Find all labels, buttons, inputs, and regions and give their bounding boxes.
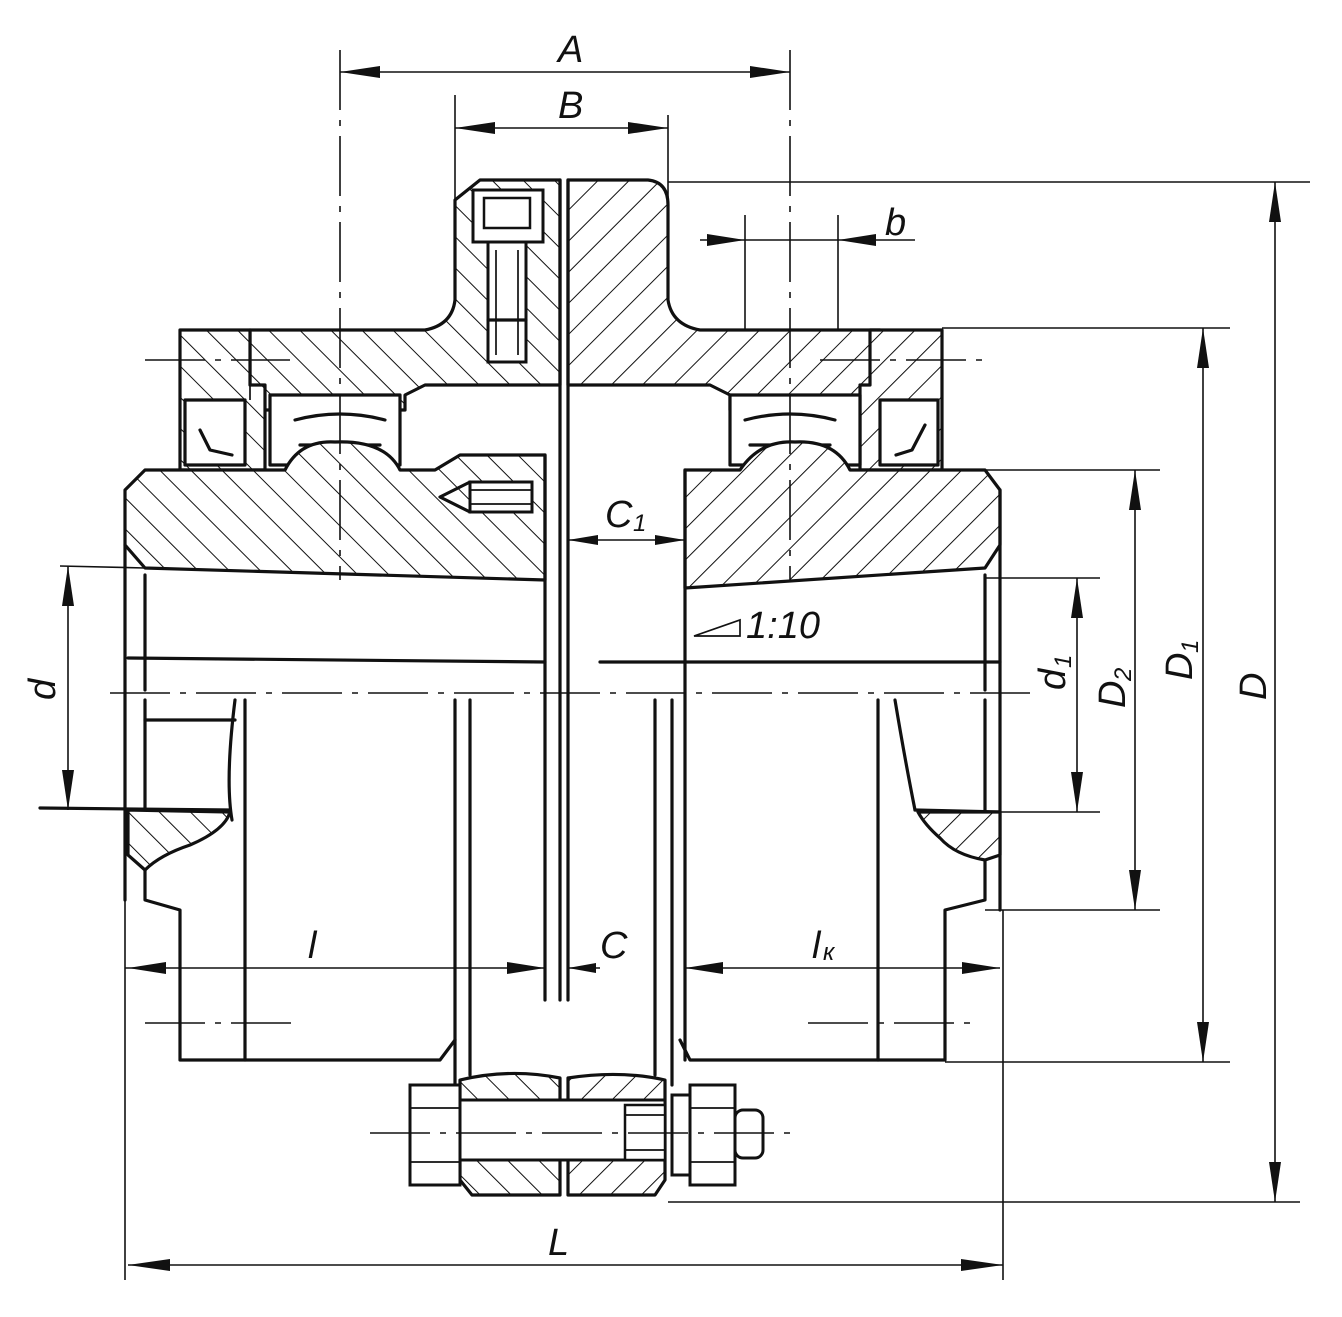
cap-screw-shank bbox=[486, 240, 528, 364]
right-hub bbox=[683, 440, 1002, 590]
label-B: B bbox=[558, 85, 583, 127]
dimension-labels: A B b C 1 1:10 l C l к L d d 1 D 2 D 1 D bbox=[22, 29, 1275, 1264]
left-hub bbox=[123, 440, 547, 582]
label-lk: l bbox=[812, 925, 822, 967]
bolt-head bbox=[408, 1083, 462, 1187]
label-d1-sub: 1 bbox=[1050, 655, 1077, 668]
washer bbox=[670, 1093, 692, 1177]
label-D1-sub: 1 bbox=[1177, 640, 1204, 653]
right-seal-ring bbox=[878, 398, 940, 467]
lower-view bbox=[38, 698, 1002, 1197]
left-seal-ring bbox=[183, 398, 247, 467]
bore bbox=[110, 488, 1030, 912]
left-lower-broken-section bbox=[126, 808, 232, 872]
label-D1: D bbox=[1159, 653, 1201, 680]
label-b: b bbox=[885, 202, 906, 244]
label-C: C bbox=[600, 925, 628, 967]
flange-right-half bbox=[566, 178, 882, 412]
label-C1: C bbox=[605, 494, 633, 536]
label-C1-sub: 1 bbox=[633, 510, 646, 537]
label-l: l bbox=[308, 925, 318, 967]
label-d1: d bbox=[1032, 667, 1074, 690]
label-lk-sub: к bbox=[823, 939, 836, 966]
label-A: A bbox=[556, 29, 583, 71]
label-d: d bbox=[22, 677, 64, 700]
upper-section bbox=[123, 50, 1002, 1062]
dimensions bbox=[59, 66, 1310, 1280]
label-taper: 1:10 bbox=[746, 605, 820, 647]
bolt-thread-end bbox=[733, 1108, 765, 1160]
label-D2-sub: 2 bbox=[1110, 668, 1137, 682]
right-lower-broken-section bbox=[916, 810, 1002, 862]
taper-triangle-icon bbox=[693, 618, 741, 637]
label-D2: D bbox=[1092, 681, 1134, 708]
label-L: L bbox=[548, 1222, 569, 1264]
set-screw bbox=[468, 480, 534, 514]
nut bbox=[688, 1083, 737, 1187]
label-D: D bbox=[1233, 673, 1275, 700]
